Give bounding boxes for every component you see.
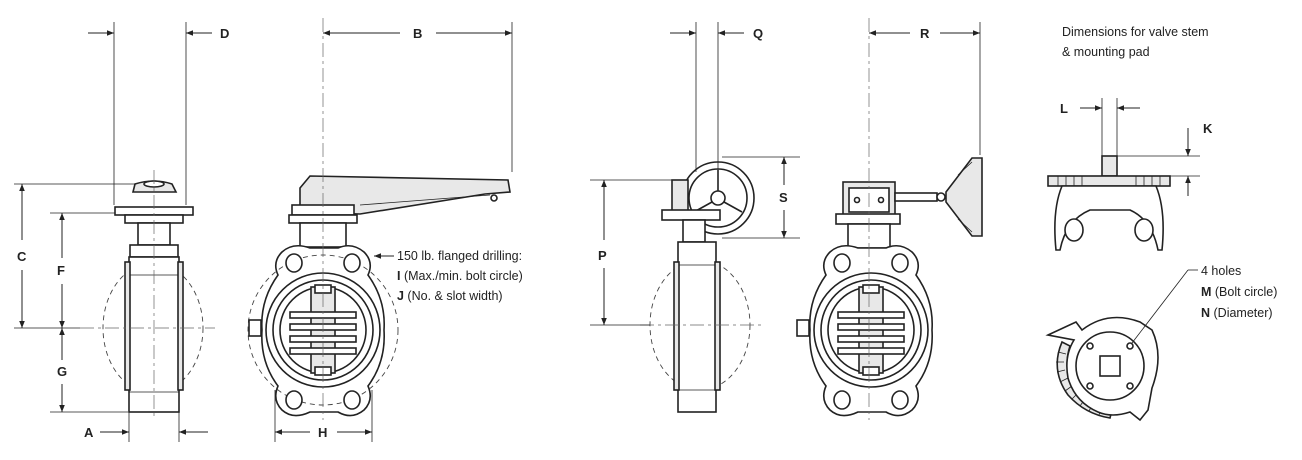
dimension-a: A <box>84 395 208 442</box>
lever-valve-side-view <box>80 170 215 420</box>
label-h: H <box>318 425 327 440</box>
label-s: S <box>779 190 788 205</box>
stem-note-line2: & mounting pad <box>1062 45 1150 59</box>
dimension-p: P <box>590 179 676 326</box>
flange-note-line2: (Max./min. bolt circle) <box>400 269 522 283</box>
holes-note: 4 holes M (Bolt circle) N (Diameter) <box>1201 264 1277 320</box>
stem-note: Dimensions for valve stem & mounting pad <box>1062 25 1209 59</box>
dimension-g: G <box>50 328 128 413</box>
svg-text:N (Diameter): N (Diameter) <box>1201 306 1273 320</box>
dimension-f: F <box>50 212 115 328</box>
mounting-pad-side-view <box>1047 155 1171 251</box>
dimension-q: Q <box>670 22 763 172</box>
gear-valve-side-view <box>640 161 765 413</box>
label-c: C <box>17 249 27 264</box>
mounting-pad-hole-pattern <box>1045 269 1198 422</box>
dimension-b: B <box>323 22 513 172</box>
flange-drilling-note: 150 lb. flanged drilling: I (Max./min. b… <box>374 249 523 303</box>
holes-note-n: N <box>1201 306 1210 320</box>
label-p: P <box>598 248 607 263</box>
dimension-h: H <box>274 390 373 442</box>
flange-note-line3: (No. & slot width) <box>404 289 503 303</box>
dimension-r: R <box>869 22 981 155</box>
label-b: B <box>413 26 422 41</box>
label-q: Q <box>753 26 763 41</box>
label-d: D <box>220 26 229 41</box>
label-l: L <box>1060 101 1068 116</box>
label-f: F <box>57 263 65 278</box>
flange-note-line1: 150 lb. flanged drilling: <box>397 249 522 263</box>
holes-note-line1: 4 holes <box>1201 264 1241 278</box>
lever-valve-front-view <box>247 18 511 420</box>
stem-note-line1: Dimensions for valve stem <box>1062 25 1209 39</box>
flange-note-j: J <box>397 289 404 303</box>
dimension-d: D <box>88 22 229 205</box>
gear-valve-front-view <box>796 18 983 420</box>
flange-note-i: I <box>397 269 400 283</box>
label-r: R <box>920 26 930 41</box>
dimension-l: L <box>1060 98 1140 156</box>
svg-text:J (No. & slot width): J (No. & slot width) <box>397 289 503 303</box>
dimension-k: K <box>1117 121 1213 196</box>
svg-text:M (Bolt circle): M (Bolt circle) <box>1201 285 1277 299</box>
holes-note-line2: (Bolt circle) <box>1211 285 1277 299</box>
holes-note-line3: (Diameter) <box>1210 306 1273 320</box>
svg-text:I (Max./min. bolt circle): I (Max./min. bolt circle) <box>397 269 523 283</box>
label-k: K <box>1203 121 1213 136</box>
dimension-s: S <box>722 156 800 239</box>
dimension-c: C <box>14 183 135 329</box>
label-a: A <box>84 425 94 440</box>
label-g: G <box>57 364 67 379</box>
holes-note-m: M <box>1201 285 1211 299</box>
